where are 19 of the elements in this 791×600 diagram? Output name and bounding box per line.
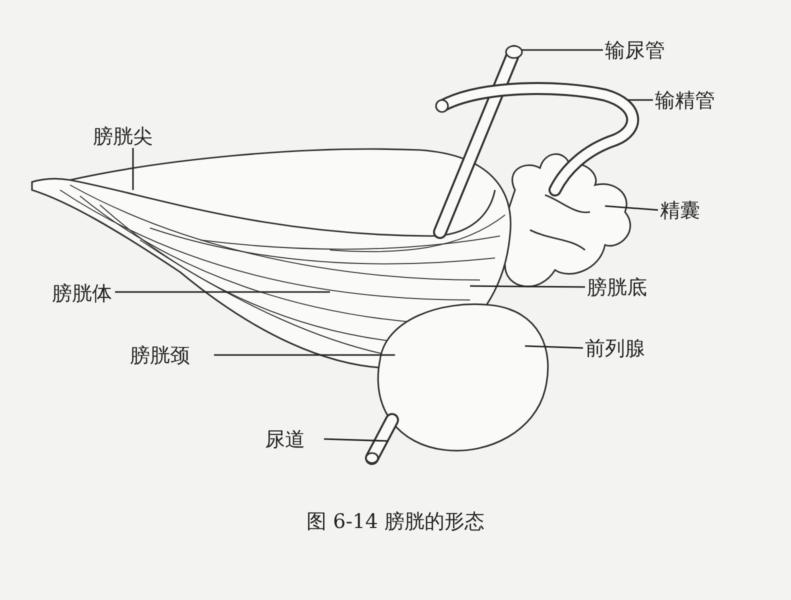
leader-line [604,205,658,211]
part-label: 膀胱尖 [93,124,153,148]
leader-line [628,99,653,101]
part-label: 输尿管 [605,38,665,62]
leader-line [214,354,395,356]
leader-line [324,438,388,442]
leader-line [524,345,584,349]
part-label: 尿道 [265,427,305,451]
leader-line [522,49,603,51]
leader-line [470,285,585,288]
part-label: 膀胱底 [587,275,647,299]
part-label: 膀胱体 [52,281,112,305]
part-label: 前列腺 [585,336,645,360]
figure-caption: 图 6-14 膀胱的形态 [306,508,486,535]
part-label: 精囊 [660,198,700,222]
part-label: 膀胱颈 [130,343,190,367]
part-label: 输精管 [655,88,715,112]
leader-line [132,148,134,190]
leader-line [115,291,330,293]
